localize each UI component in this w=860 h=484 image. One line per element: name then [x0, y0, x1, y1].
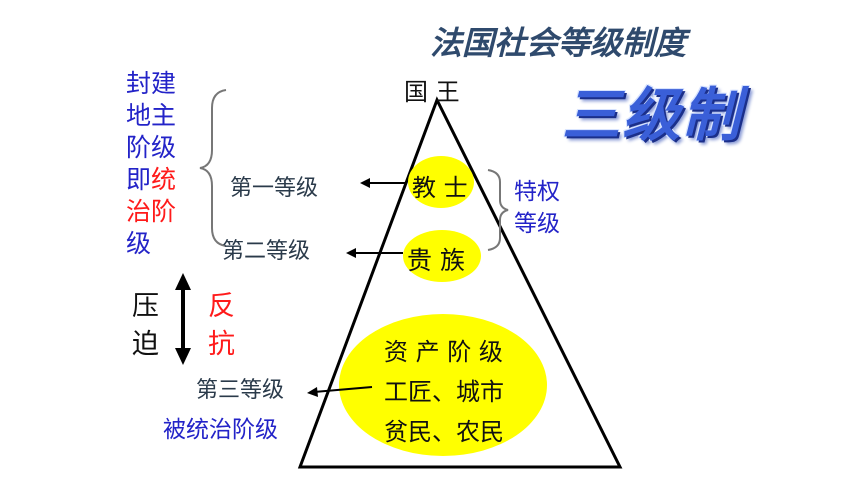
- third-line-2: 工匠、城市: [384, 378, 504, 406]
- ruling-class-text: 统治阶: [126, 165, 177, 226]
- first-level-label: 第一等级: [230, 176, 319, 201]
- arrow-first-level-head: [360, 178, 370, 188]
- arrow-third-level: [313, 386, 373, 393]
- three-estates-wordart: 三级制: [562, 81, 743, 149]
- third-estate-ellipse: [339, 314, 547, 456]
- double-arrow-down: [175, 348, 191, 365]
- clergy-ellipse: [408, 156, 474, 208]
- privileged-label: 特权等级: [514, 179, 560, 237]
- nobility-label: 贵 族: [407, 246, 465, 275]
- page-title: 法国社会等级制度: [430, 24, 687, 62]
- ruled-class-label: 被统治阶级: [163, 417, 278, 443]
- third-line-3: 贫民、农民: [384, 418, 504, 446]
- nobility-ellipse: [403, 230, 481, 282]
- king-label: 国 王: [404, 78, 460, 106]
- right-brace: [487, 169, 509, 251]
- resist-label: 反抗: [208, 291, 235, 360]
- feudal-class-label: 封建地主阶级即统治阶级: [126, 68, 186, 260]
- third-level-label: 第三等级: [196, 378, 285, 403]
- double-arrow-up: [175, 273, 191, 290]
- clergy-label: 教 士: [412, 174, 468, 202]
- second-level-label: 第二等级: [222, 239, 311, 264]
- left-brace: [199, 89, 227, 247]
- arrow-second-level-head: [346, 248, 356, 258]
- third-line-1: 资 产 阶 级: [384, 338, 503, 366]
- class-tail-text: 级: [126, 229, 152, 258]
- arrow-third-level-head: [307, 387, 318, 397]
- oppress-label: 压迫: [132, 291, 159, 360]
- feudal-class-text: 封建地主阶级即: [126, 69, 177, 194]
